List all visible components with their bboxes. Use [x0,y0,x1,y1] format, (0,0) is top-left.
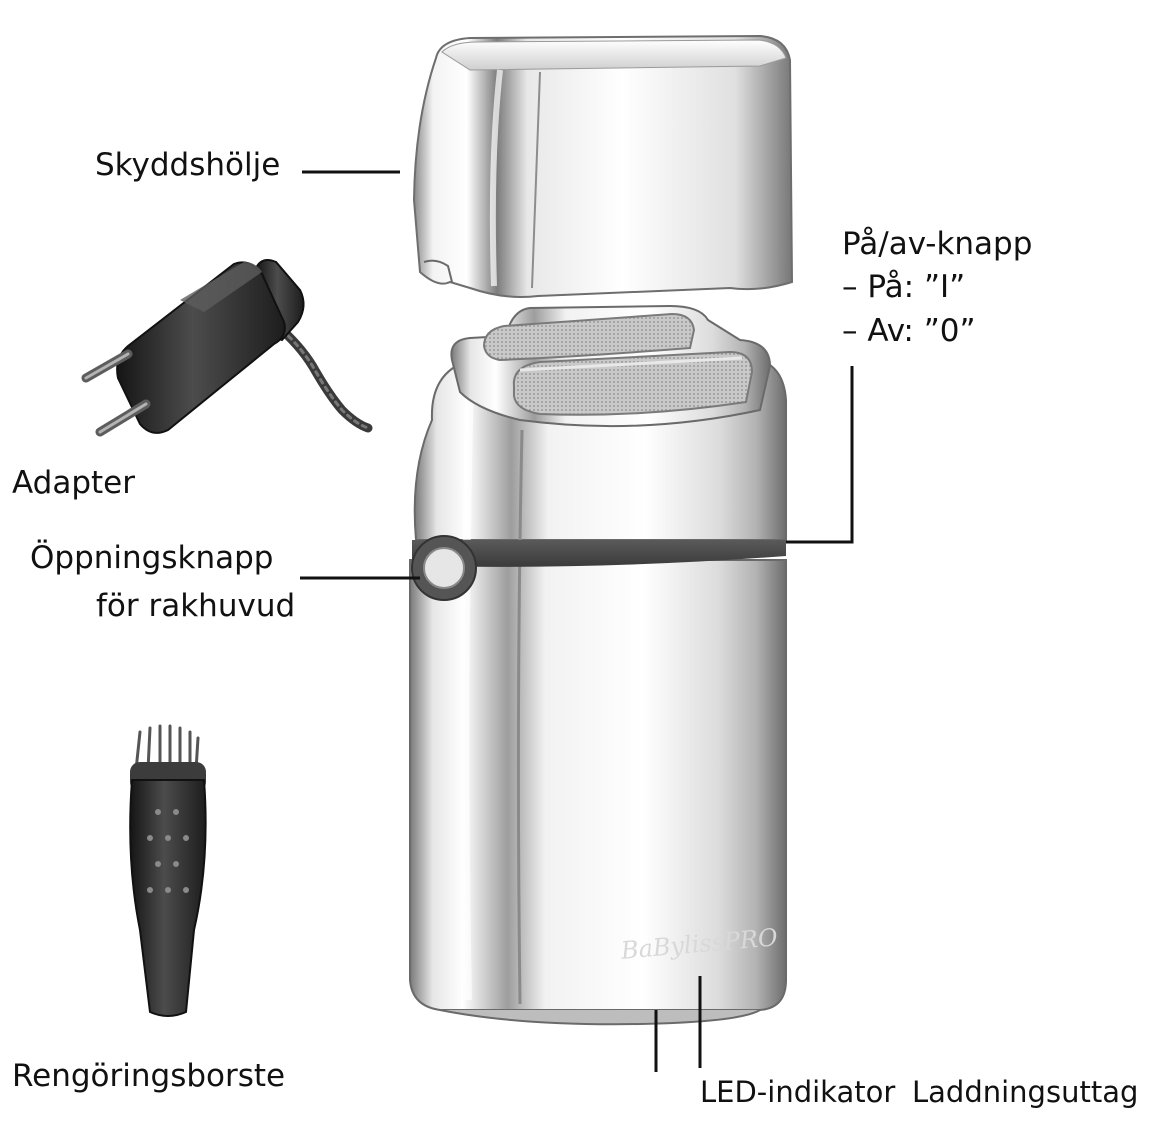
front-foil [512,350,754,416]
shaving-head [450,304,772,428]
label-power-switch-title: På/av-knapp [842,226,1033,262]
label-power-on: – På: ”I” [842,269,966,305]
leader-lines [300,170,854,1072]
cleaning-brush-illustration [129,724,207,1017]
body-band [412,540,786,567]
label-led-indicator: LED-indikator [700,1075,896,1109]
leader-power-switch [786,366,854,544]
label-head-release-line2: för rakhuvud [96,588,296,624]
rear-foil [482,312,696,362]
shaver-body [409,359,787,1026]
label-cleaning-brush: Rengöringsborste [12,1058,286,1094]
head-release-button [411,535,477,601]
label-charging-port: Laddningsuttag [912,1075,1139,1109]
protective-cap [412,34,794,298]
adapter-illustration [81,259,373,437]
label-adapter: Adapter [12,465,135,501]
label-head-release-line1: Öppningsknapp [30,540,274,576]
label-power-off: – Av: ”0” [842,313,976,349]
label-protective-cap: Skyddshölje [95,147,281,183]
